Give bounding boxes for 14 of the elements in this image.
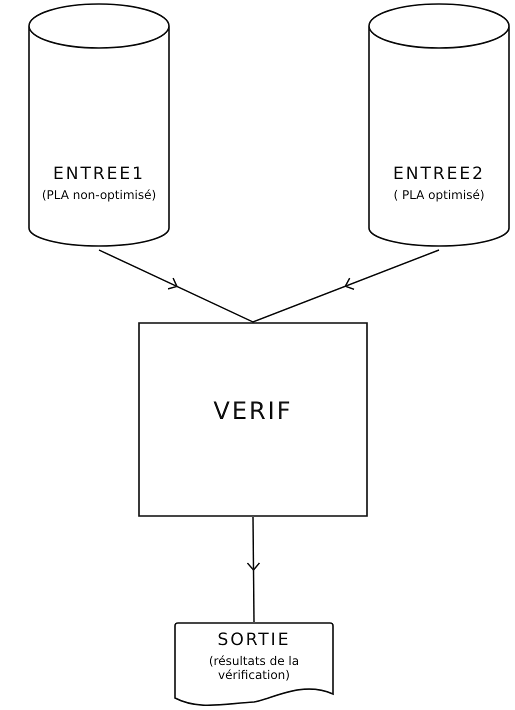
process-box: [138, 322, 368, 517]
arrow: [98, 249, 254, 323]
arrow: [246, 517, 260, 622]
storage-cylinder: [368, 4, 510, 250]
document-shape: [174, 622, 334, 708]
node-title: ENTREE2: [392, 164, 486, 184]
node-note: (PLA non-optimisé): [40, 188, 158, 202]
node-note: ( PLA optimisé): [392, 188, 486, 202]
storage-cylinder: [28, 4, 170, 250]
arrow: [252, 249, 440, 323]
node-title: VERIF: [212, 397, 294, 425]
node-note: (résultats de la vérification): [208, 654, 300, 682]
node-title: SORTIE: [216, 630, 292, 650]
node-title: ENTREE1: [52, 164, 146, 184]
